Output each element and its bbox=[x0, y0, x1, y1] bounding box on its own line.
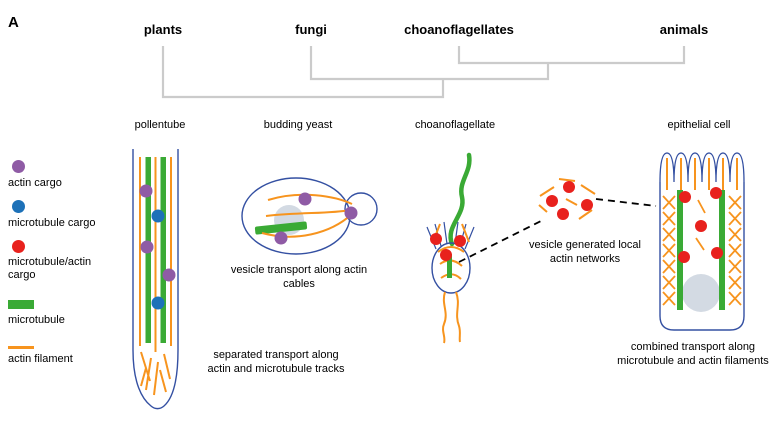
dual-cargo-vesicle bbox=[454, 235, 466, 247]
epithelial-actin-crosslinks bbox=[662, 195, 742, 306]
choano-flagellum bbox=[448, 152, 472, 247]
epithelial-caption: combined transport along microtubule and… bbox=[617, 341, 769, 367]
choano-body-outline bbox=[431, 242, 471, 294]
actin-cargo-vesicle bbox=[139, 184, 153, 198]
dual-cargo-vesicle bbox=[546, 195, 558, 207]
microtubule-actin-cargo-swatch bbox=[12, 240, 25, 253]
choanoflagellate-drawing bbox=[426, 152, 475, 344]
choano-microtubule bbox=[447, 254, 452, 278]
panel-letter: A bbox=[8, 14, 19, 31]
yeast-microtubule bbox=[254, 221, 308, 235]
dual-cargo-vesicle bbox=[563, 181, 575, 193]
actin-filament-swatch bbox=[8, 346, 34, 349]
epithelial-body-outline bbox=[659, 182, 745, 331]
microtubule-cargo-legend-label: microtubule cargo bbox=[8, 217, 96, 229]
dashed-connector-lines bbox=[458, 198, 657, 263]
epithelial-cell-label: epithelial cell bbox=[667, 119, 731, 131]
microvilli-actin-filaments bbox=[666, 158, 738, 190]
budding-yeast-drawing bbox=[241, 177, 378, 255]
dual-cargo-vesicle bbox=[710, 187, 722, 199]
microtubule-cargo-swatch bbox=[12, 200, 25, 213]
cluster-actin-filaments bbox=[538, 178, 596, 220]
microtubule-actin-cargo-legend-label: microtubule/actin cargo bbox=[8, 256, 92, 282]
epithelial-cell-drawing bbox=[659, 152, 745, 331]
actin-filament-legend-label: actin filament bbox=[8, 353, 73, 365]
microtubule-swatch bbox=[8, 300, 34, 309]
actin-cargo-vesicle bbox=[140, 240, 154, 254]
budding-yeast-label: budding yeast bbox=[263, 119, 333, 131]
pollentube-label: pollentube bbox=[134, 119, 186, 131]
actin-cargo-swatch bbox=[12, 160, 25, 173]
actin-cargo-vesicle bbox=[298, 192, 312, 206]
epithelial-microvilli-outline bbox=[659, 152, 745, 183]
dual-cargo-vesicle bbox=[581, 199, 593, 211]
pollentube-outline bbox=[132, 149, 179, 410]
phylogenetic-tree-lines bbox=[161, 46, 686, 99]
yeast-bud-outline bbox=[344, 192, 378, 226]
vesicle-network-caption: vesicle generated local actin networks bbox=[529, 239, 641, 265]
microtubule-legend-label: microtubule bbox=[8, 314, 65, 326]
microtubule-cargo-vesicle bbox=[151, 296, 165, 310]
taxon-fungi: fungi bbox=[295, 22, 327, 37]
dual-cargo-vesicle bbox=[678, 251, 690, 263]
dual-cargo-vesicle bbox=[711, 247, 723, 259]
dual-cargo-vesicle bbox=[695, 220, 707, 232]
budding-yeast-caption: vesicle transport along actin cables bbox=[230, 264, 368, 290]
dual-cargo-vesicle bbox=[557, 208, 569, 220]
taxon-choanoflagellates: choanoflagellates bbox=[404, 22, 514, 37]
taxon-animals: animals bbox=[659, 22, 709, 37]
actin-cargo-legend-label: actin cargo bbox=[8, 177, 62, 189]
choanoflagellate-label: choanoflagellate bbox=[414, 119, 496, 131]
epithelial-nucleus bbox=[682, 274, 720, 312]
actin-cargo-vesicle bbox=[344, 206, 358, 220]
dual-cargo-vesicle bbox=[440, 249, 452, 261]
microtubule-cargo-vesicle bbox=[151, 209, 165, 223]
actin-cargo-vesicle bbox=[274, 231, 288, 245]
pollentube-caption: separated transport along actin and micr… bbox=[207, 349, 345, 375]
dual-cargo-vesicle bbox=[679, 191, 691, 203]
taxon-plants: plants bbox=[143, 22, 183, 37]
dual-cargo-vesicle bbox=[430, 233, 442, 245]
yeast-actin-cables bbox=[261, 193, 353, 238]
vesicle-actin-network-cluster bbox=[538, 178, 596, 220]
actin-cargo-vesicle bbox=[162, 268, 176, 282]
pollentube-drawing bbox=[132, 149, 179, 410]
